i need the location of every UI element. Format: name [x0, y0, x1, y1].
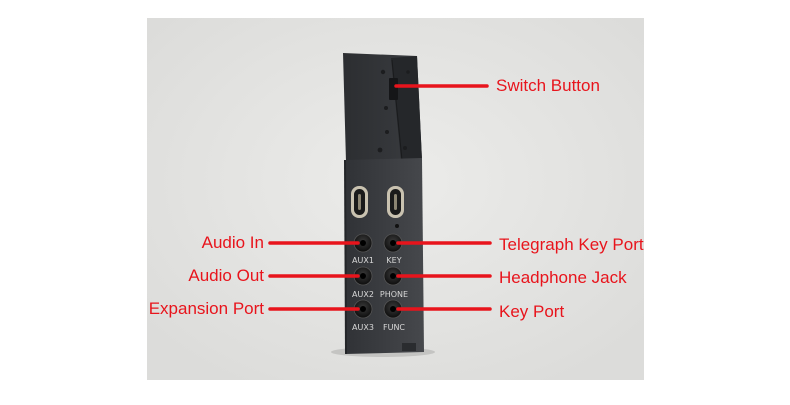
callout-lines — [268, 84, 492, 311]
port-label-key: KEY — [386, 256, 401, 265]
audio-jack-icon — [353, 266, 373, 286]
usb-c-port-icon — [387, 186, 404, 218]
device-side — [391, 56, 422, 160]
port-label-phone: PHONE — [380, 290, 408, 299]
audio-jack-icon — [353, 233, 373, 253]
callout-expansion-port: Expansion Port — [148, 299, 264, 318]
led-indicator-icon — [395, 224, 399, 228]
callout-audio-in: Audio In — [201, 233, 264, 252]
port-label-aux1: AUX1 — [352, 256, 374, 265]
port-label-aux3: AUX3 — [352, 323, 374, 332]
callout-key-port: Key Port — [499, 302, 565, 321]
callout-headphone-jack: Headphone Jack — [499, 268, 627, 287]
callout-switch-button: Switch Button — [496, 76, 600, 95]
callout-audio-out: Audio Out — [188, 266, 264, 285]
usb-c-port-icon — [351, 186, 368, 218]
port-label-func: FUNC — [383, 323, 405, 332]
port-label-aux2: AUX2 — [352, 290, 374, 299]
switch-button — [389, 78, 398, 100]
callout-telegraph-key-port: Telegraph Key Port — [499, 235, 644, 254]
